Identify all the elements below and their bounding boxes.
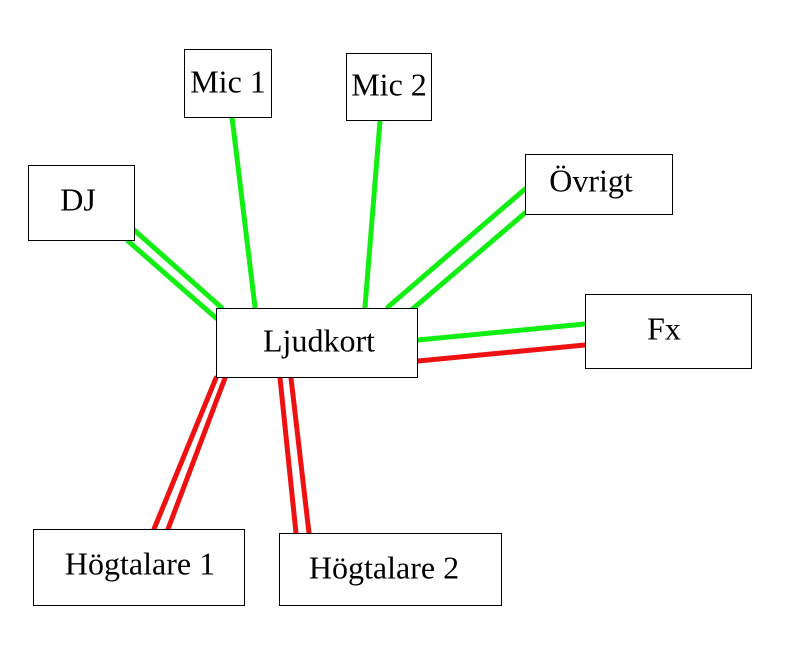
node-ljudkort: Ljudkort bbox=[216, 308, 418, 378]
node-ovrigt-box bbox=[525, 154, 673, 215]
node-dj: DJ bbox=[28, 165, 135, 241]
wire-dj-ljudkort-b bbox=[125, 238, 219, 321]
wire-ovrigt-ljudkort-a bbox=[385, 186, 528, 310]
node-dj-box bbox=[28, 165, 135, 241]
node-ljudkort-label: Ljudkort bbox=[263, 322, 375, 358]
wire-ovrigt-ljudkort-b bbox=[406, 210, 528, 315]
wire-fx-ljudkort bbox=[415, 321, 588, 343]
wire-ljudkort-hogtalare1-a bbox=[151, 375, 219, 532]
wire-mic2-ljudkort bbox=[362, 118, 383, 310]
wires bbox=[125, 114, 588, 536]
node-mic2: Mic 2 bbox=[346, 53, 432, 121]
wire-dj-ljudkort-a bbox=[130, 226, 225, 311]
node-ljudkort-box bbox=[216, 308, 418, 378]
node-mic1-label: Mic 1 bbox=[190, 63, 266, 99]
node-ovrigt: Övrigt bbox=[525, 154, 673, 215]
node-hogtalare2: Högtalare 2 bbox=[279, 533, 502, 606]
node-mic1-box bbox=[184, 49, 272, 118]
node-fx-box bbox=[585, 294, 752, 369]
node-hogtalare2-label: Högtalare 2 bbox=[309, 549, 459, 585]
node-ovrigt-label: Övrigt bbox=[549, 162, 633, 198]
node-fx: Fx bbox=[585, 294, 752, 369]
node-fx-label: Fx bbox=[647, 310, 681, 346]
node-dj-label: DJ bbox=[60, 181, 96, 217]
node-hogtalare1-box bbox=[33, 529, 245, 606]
node-mic2-label: Mic 2 bbox=[351, 66, 427, 102]
node-hogtalare1-label: Högtalare 1 bbox=[65, 545, 215, 581]
wire-ljudkort-fx bbox=[415, 342, 588, 364]
node-mic1: Mic 1 bbox=[184, 49, 272, 118]
node-hogtalare1: Högtalare 1 bbox=[33, 529, 245, 606]
wire-ljudkort-hogtalare2-b bbox=[288, 375, 312, 536]
node-hogtalare2-box bbox=[279, 533, 502, 606]
node-mic2-box bbox=[346, 53, 432, 121]
wire-ljudkort-hogtalare2-a bbox=[277, 375, 299, 536]
wire-ljudkort-hogtalare1-b bbox=[165, 375, 228, 532]
wire-mic1-ljudkort bbox=[229, 114, 258, 310]
